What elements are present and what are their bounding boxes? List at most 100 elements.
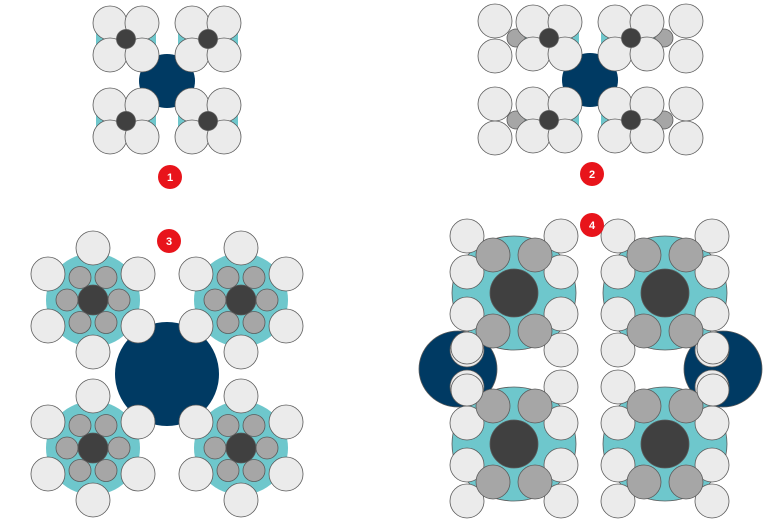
square-unit <box>174 87 242 155</box>
light-sphere <box>547 118 583 154</box>
light-sphere <box>75 334 111 370</box>
core-sphere <box>539 110 559 130</box>
light-sphere <box>543 296 579 332</box>
gray-sphere <box>107 288 131 312</box>
gray-sphere <box>68 311 92 334</box>
light-sphere <box>600 447 636 483</box>
light-sphere <box>206 119 242 155</box>
light-sphere <box>450 331 484 365</box>
gray-sphere <box>475 388 511 424</box>
square-unit <box>174 5 242 73</box>
big-unit <box>449 218 579 368</box>
light-sphere <box>178 404 214 440</box>
light-sphere <box>268 456 304 492</box>
light-sphere <box>547 36 583 72</box>
gray-sphere <box>55 436 79 460</box>
light-sphere <box>600 296 636 332</box>
light-sphere <box>449 218 485 254</box>
light-sphere <box>268 404 304 440</box>
light-sphere <box>600 369 636 405</box>
gray-sphere <box>475 237 511 273</box>
flower-unit <box>30 378 156 518</box>
core-sphere <box>621 110 641 130</box>
central-navy-sphere <box>115 322 219 426</box>
gray-sphere <box>626 388 662 424</box>
gray-sphere <box>626 464 662 500</box>
light-sphere <box>477 86 513 122</box>
gray-sphere <box>203 436 227 460</box>
gray-sphere <box>517 464 553 500</box>
light-sphere <box>668 86 704 122</box>
gray-sphere <box>242 266 266 289</box>
light-sphere <box>543 447 579 483</box>
light-sphere <box>124 37 160 73</box>
light-sphere <box>120 256 156 292</box>
step-badge: 4 <box>580 213 604 237</box>
gray-sphere <box>68 459 92 482</box>
light-sphere <box>668 3 704 39</box>
light-sphere <box>268 256 304 292</box>
flower-unit <box>178 378 304 518</box>
light-sphere <box>223 334 259 370</box>
light-sphere <box>543 369 579 405</box>
light-sphere <box>694 447 730 483</box>
light-sphere <box>124 119 160 155</box>
light-sphere <box>694 296 730 332</box>
light-sphere <box>543 218 579 254</box>
light-sphere <box>694 254 730 290</box>
light-sphere <box>120 404 156 440</box>
flower-unit <box>30 230 156 370</box>
gray-sphere <box>517 313 553 349</box>
gray-sphere <box>68 414 92 437</box>
badge-circle <box>158 165 182 189</box>
core-sphere <box>621 28 641 48</box>
gray-sphere <box>94 266 118 289</box>
light-sphere <box>543 405 579 441</box>
light-sphere <box>30 256 66 292</box>
light-sphere <box>477 120 513 156</box>
light-sphere <box>449 296 485 332</box>
light-sphere <box>178 456 214 492</box>
badge-circle <box>580 213 604 237</box>
square-unit <box>92 5 160 73</box>
gray-sphere <box>517 388 553 424</box>
light-sphere <box>600 218 636 254</box>
gray-sphere <box>55 288 79 312</box>
light-sphere <box>30 308 66 344</box>
light-sphere <box>600 254 636 290</box>
core-sphere <box>489 419 539 469</box>
light-sphere <box>668 38 704 74</box>
light-sphere <box>600 405 636 441</box>
core-sphere <box>198 29 218 49</box>
light-sphere <box>600 332 636 368</box>
step-badge: 2 <box>580 162 604 186</box>
light-sphere <box>75 378 111 414</box>
gray-sphere <box>475 313 511 349</box>
gray-sphere <box>216 311 240 334</box>
light-sphere <box>75 230 111 266</box>
core-sphere <box>640 268 690 318</box>
big-unit <box>600 218 730 368</box>
square-unit <box>506 4 583 72</box>
gray-sphere <box>242 459 266 482</box>
light-sphere <box>543 254 579 290</box>
gray-sphere <box>203 288 227 312</box>
light-sphere <box>223 482 259 518</box>
badge-label: 2 <box>589 169 595 181</box>
gray-sphere <box>107 436 131 460</box>
light-sphere <box>449 254 485 290</box>
core-sphere <box>198 111 218 131</box>
light-sphere <box>696 373 730 407</box>
light-sphere <box>449 483 485 519</box>
step-badge: 1 <box>158 165 182 189</box>
badge-label: 3 <box>166 236 172 248</box>
light-sphere <box>268 308 304 344</box>
gray-sphere <box>255 436 279 460</box>
panel-3: 3 <box>30 229 304 518</box>
light-sphere <box>178 308 214 344</box>
light-sphere <box>694 218 730 254</box>
badge-label: 1 <box>167 172 173 184</box>
gray-sphere <box>216 266 240 289</box>
gray-sphere <box>94 459 118 482</box>
gray-sphere <box>668 388 704 424</box>
